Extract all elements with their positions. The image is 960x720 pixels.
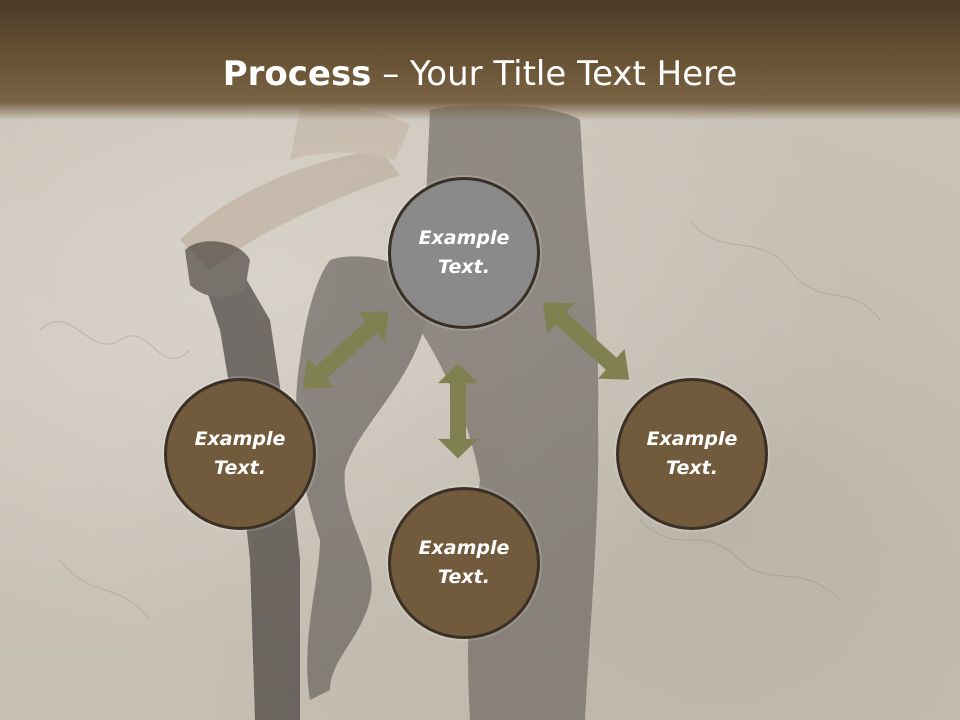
arrow-top-right <box>529 287 643 395</box>
process-node-top-text: Example Text. <box>418 227 510 278</box>
process-node-right[interactable]: Example Text. <box>616 378 768 530</box>
title-bold: Process <box>222 54 372 94</box>
arrow-vertical <box>438 363 478 459</box>
slide-title: Process – Your Title Text Here <box>0 52 960 96</box>
process-node-bottom[interactable]: Example Text. <box>388 487 540 639</box>
process-node-left-text: Example Text. <box>194 428 286 479</box>
process-node-right-text: Example Text. <box>646 428 738 479</box>
title-rest: – Your Title Text Here <box>371 54 738 94</box>
process-node-bottom-text: Example Text. <box>418 537 510 588</box>
title-band <box>0 0 960 120</box>
process-node-left[interactable]: Example Text. <box>164 378 316 530</box>
process-node-top[interactable]: Example Text. <box>388 177 540 329</box>
arrow-top-left <box>289 296 403 404</box>
